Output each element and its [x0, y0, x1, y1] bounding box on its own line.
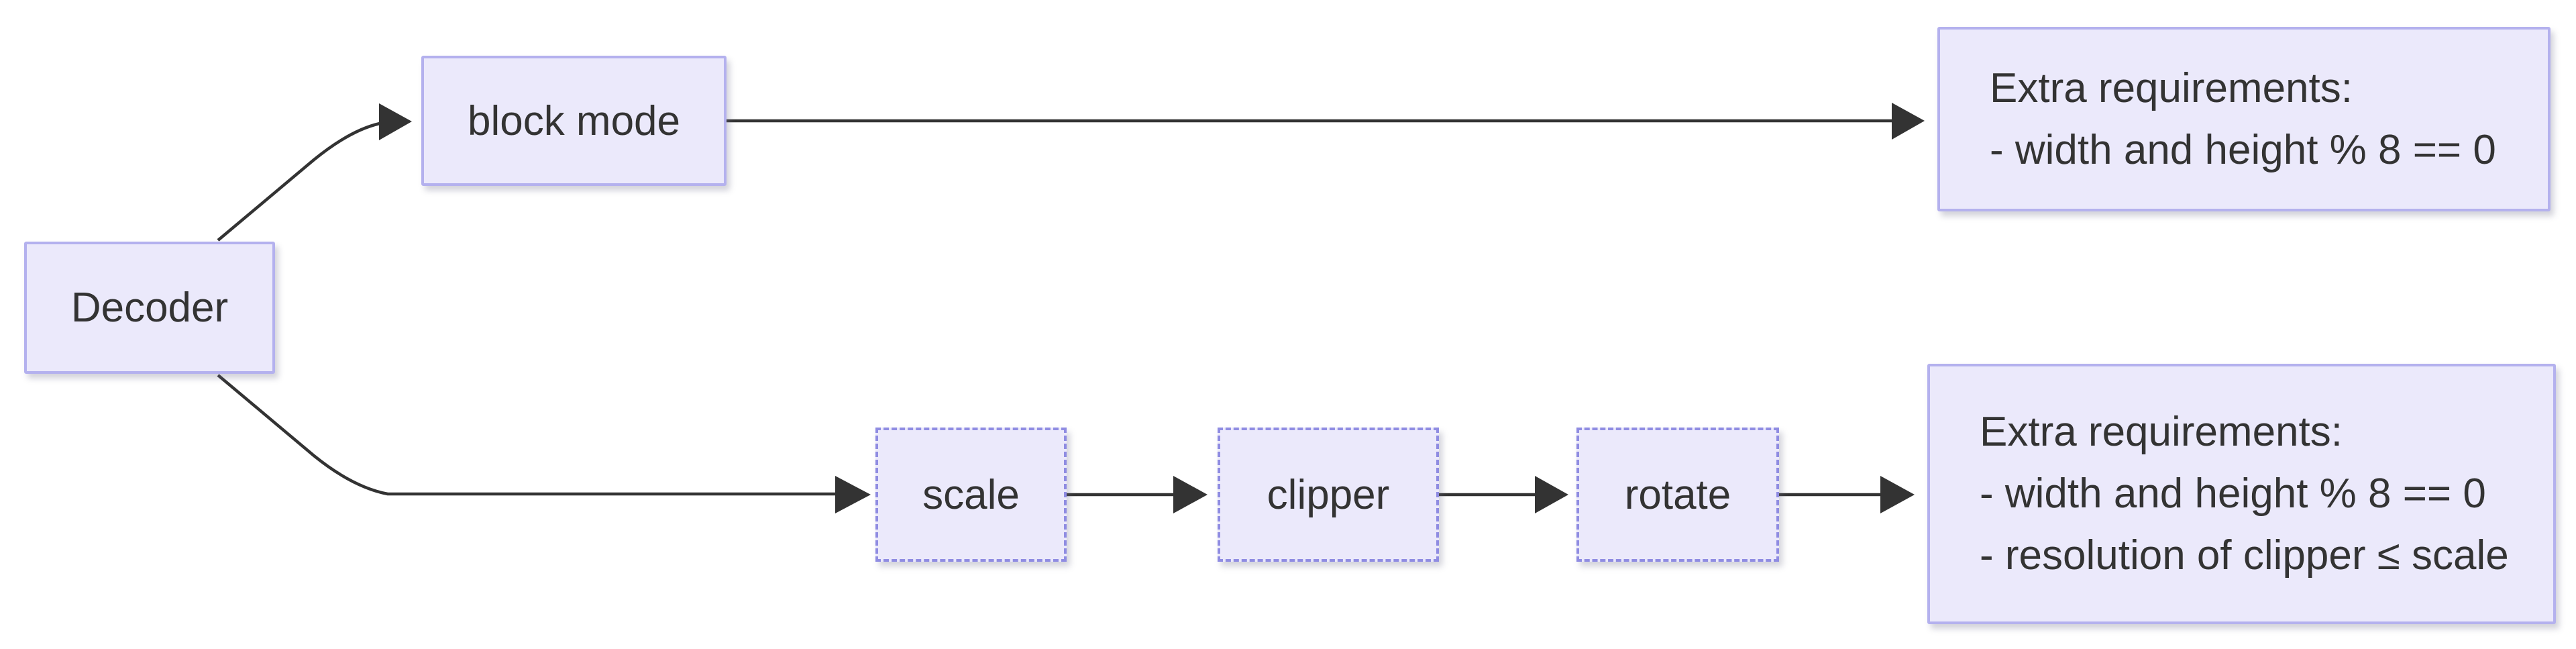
node-scale: scale [875, 428, 1067, 562]
requirements-box-block-mode: Extra requirements: - width and height %… [1937, 27, 2551, 211]
node-block-mode: block mode [421, 56, 727, 186]
node-decoder-label: Decoder [70, 285, 229, 331]
node-block-mode-label: block mode [467, 97, 681, 144]
req-block-title: Extra requirements: [1990, 64, 2353, 111]
edge-decoder-to-scale [217, 374, 871, 513]
edge-clipper-to-rotate [1439, 476, 1568, 513]
edge-scale-to-clipper [1067, 476, 1208, 513]
node-scale-label: scale [922, 471, 1020, 518]
req-block-item-1: - width and height % 8 == 0 [1990, 126, 2496, 173]
req-chain-item-1: - width and height % 8 == 0 [1980, 470, 2486, 517]
node-decoder: Decoder [24, 242, 275, 374]
node-clipper: clipper [1218, 428, 1439, 562]
edge-decoder-to-block-mode [217, 103, 412, 242]
edge-block-mode-to-req [727, 103, 1925, 140]
node-rotate: rotate [1576, 428, 1779, 562]
node-rotate-label: rotate [1624, 471, 1731, 518]
node-clipper-label: clipper [1267, 471, 1390, 518]
requirements-box-chain: Extra requirements: - width and height %… [1927, 364, 2556, 624]
req-chain-item-2: - resolution of clipper ≤ scale [1980, 532, 2509, 579]
req-chain-title: Extra requirements: [1980, 409, 2343, 455]
edge-rotate-to-req [1779, 476, 1915, 513]
